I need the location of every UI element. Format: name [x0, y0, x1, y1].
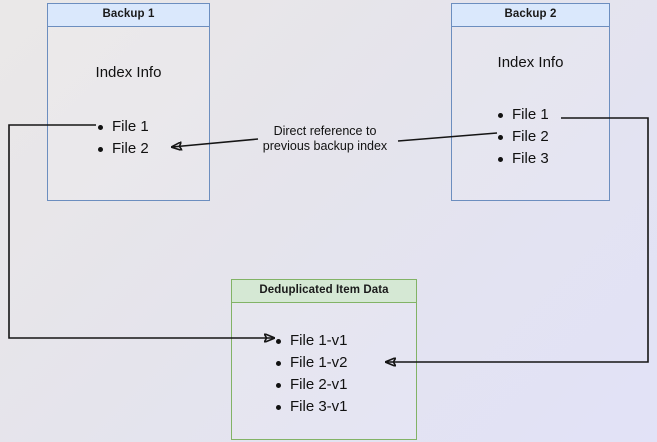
edge-label-direct-reference: Direct reference to previous backup inde… [255, 124, 395, 154]
node-backup-1-file-list: File 1 File 2 [96, 116, 149, 160]
edge-label-line-1: Direct reference to [273, 124, 377, 138]
node-backup-2: Backup 2 Index Info File 1 File 2 File 3 [451, 3, 610, 201]
edge-label-line-2: previous backup index [262, 139, 388, 153]
node-backup-1-subtitle: Index Info [95, 64, 162, 81]
node-backup-1: Backup 1 Index Info File 1 File 2 [47, 3, 210, 201]
list-item: File 1-v2 [274, 352, 348, 374]
node-deduplicated-item-data-file-list: File 1-v1 File 1-v2 File 2-v1 File 3-v1 [274, 330, 348, 418]
list-item: File 3 [496, 148, 549, 170]
list-item: File 1-v1 [274, 330, 348, 352]
list-item: File 1 [496, 104, 549, 126]
list-item: File 3-v1 [274, 396, 348, 418]
node-backup-1-header: Backup 1 [48, 4, 209, 27]
list-item: File 2-v1 [274, 374, 348, 396]
node-deduplicated-item-data: Deduplicated Item Data File 1-v1 File 1-… [231, 279, 417, 440]
node-deduplicated-item-data-header: Deduplicated Item Data [232, 280, 416, 303]
list-item: File 2 [96, 138, 149, 160]
node-backup-2-header: Backup 2 [452, 4, 609, 27]
list-item: File 1 [96, 116, 149, 138]
node-backup-2-subtitle: Index Info [497, 54, 564, 71]
list-item: File 2 [496, 126, 549, 148]
node-backup-2-file-list: File 1 File 2 File 3 [496, 104, 549, 170]
